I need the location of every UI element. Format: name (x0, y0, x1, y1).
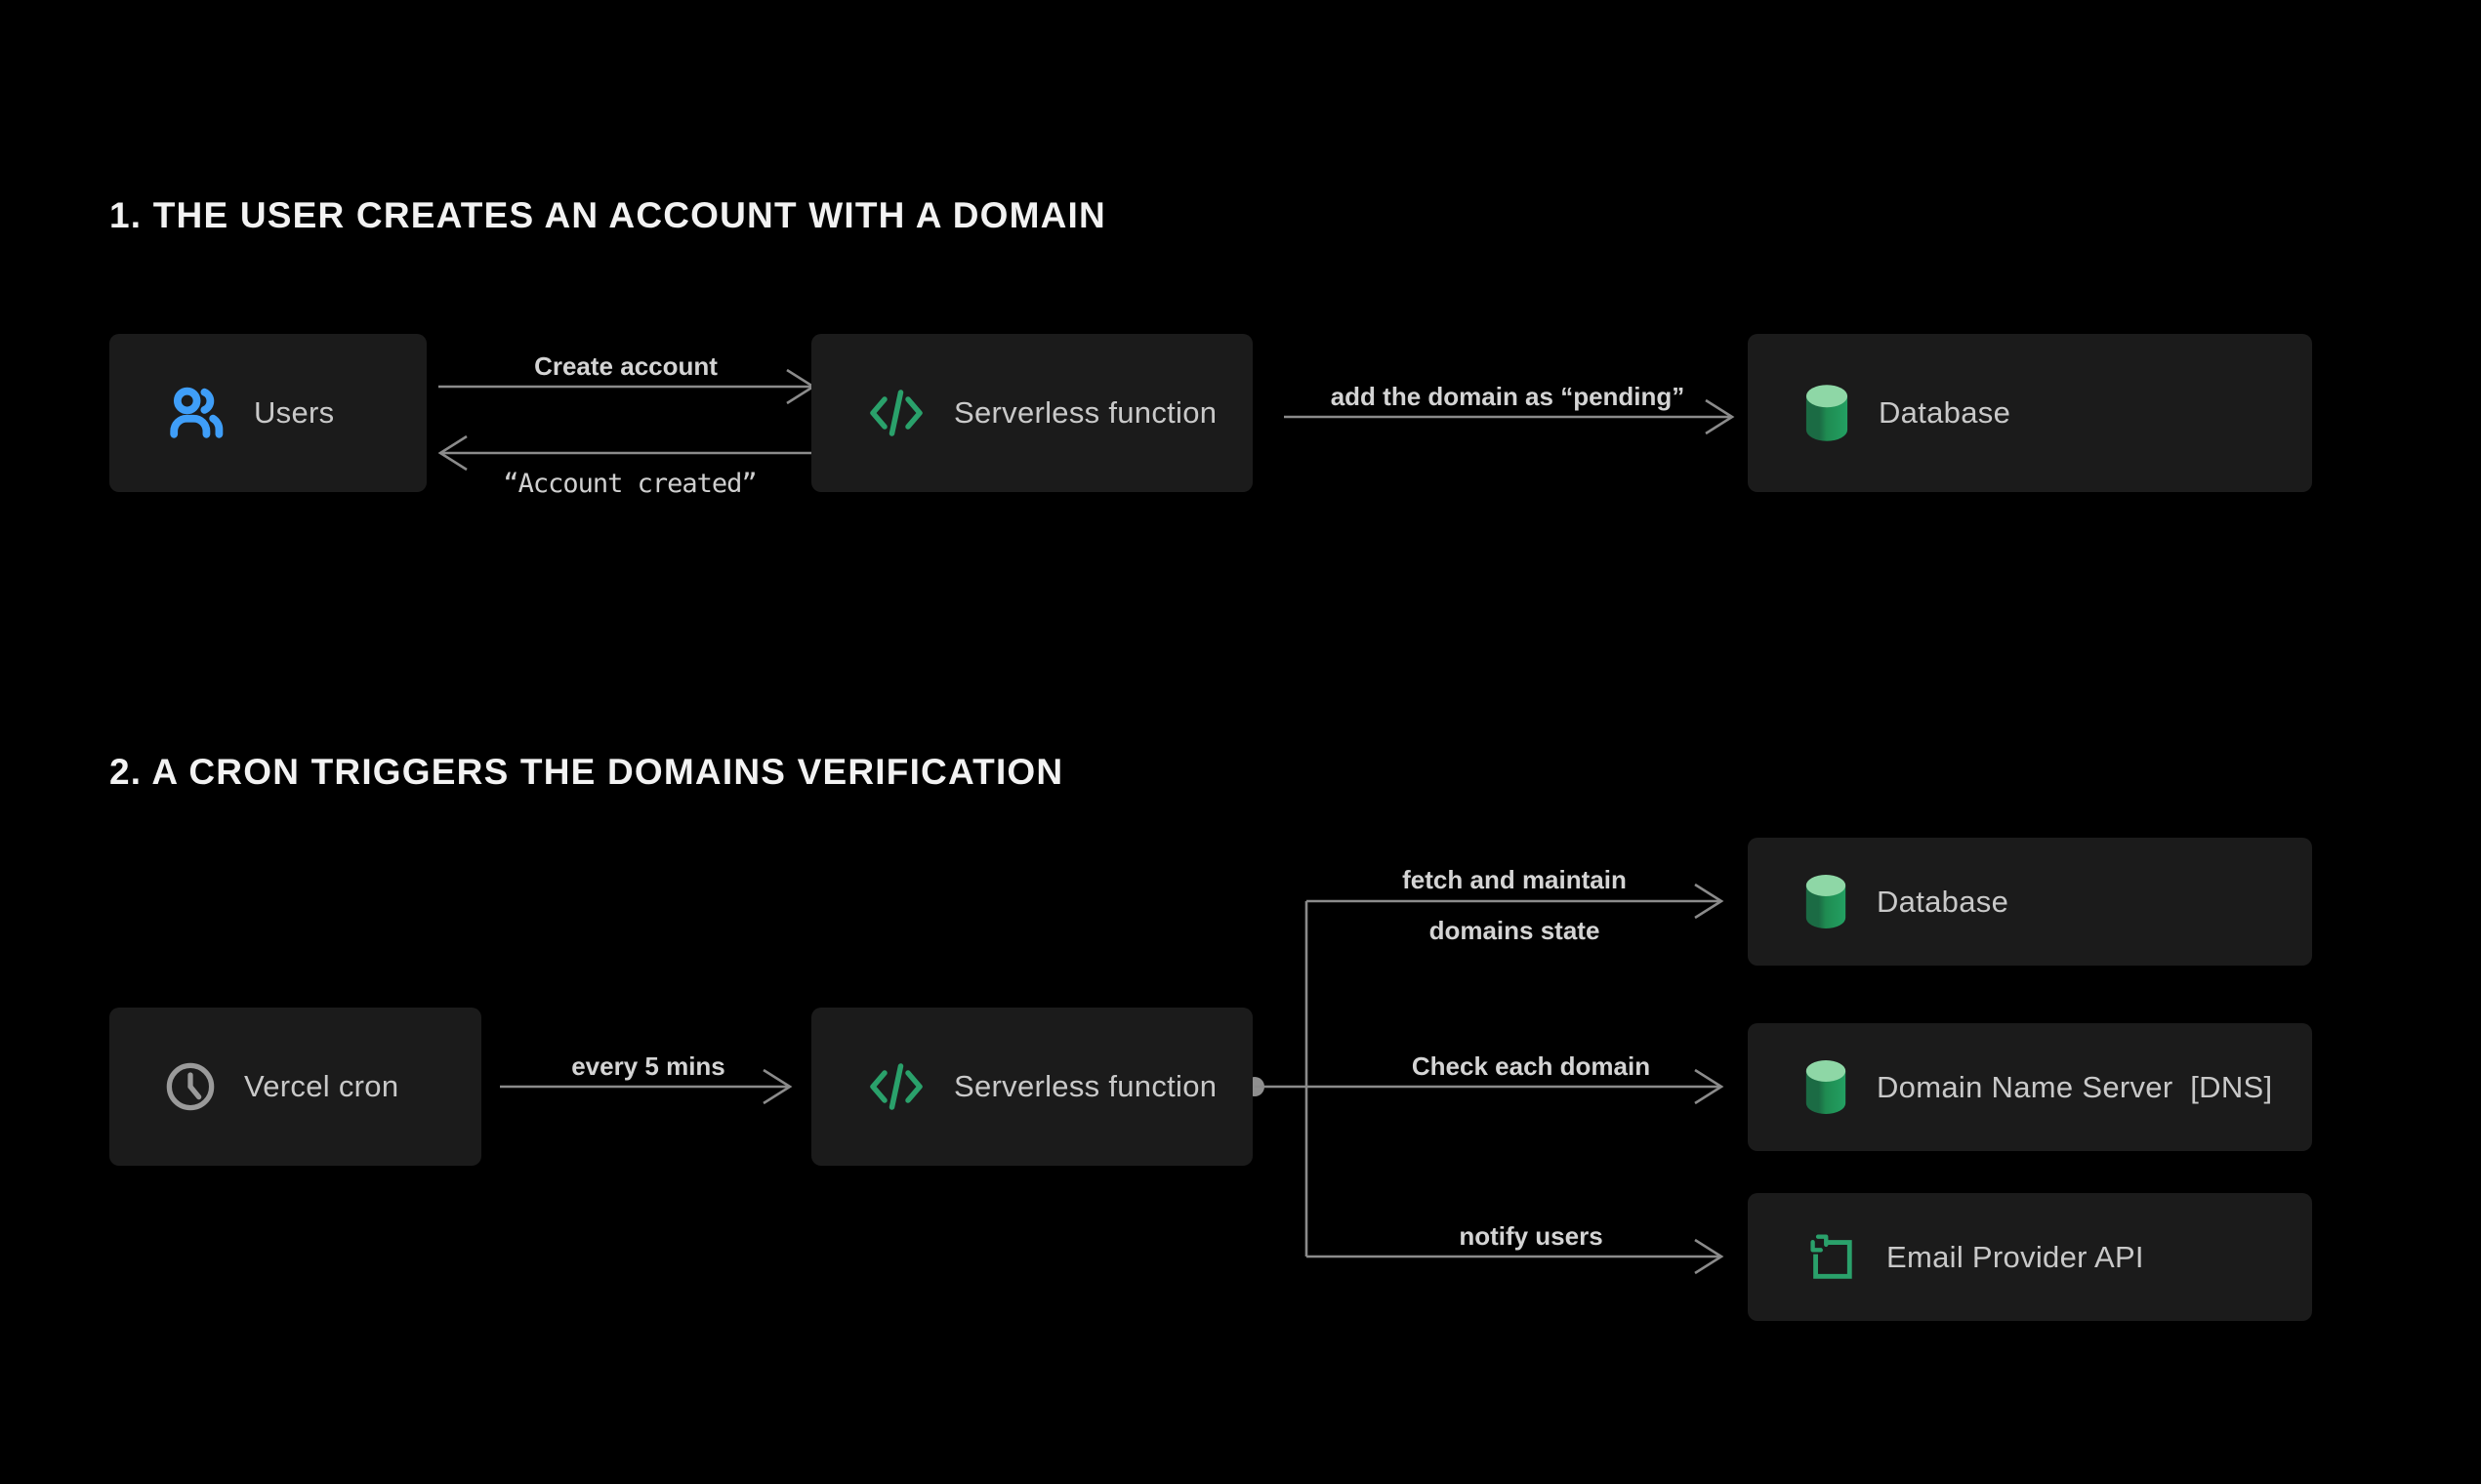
code-icon (868, 1058, 925, 1115)
notify-users-label: notify users (1459, 1221, 1603, 1251)
serverless-node-2: Serverless function (811, 1008, 1253, 1166)
account-created-label: “Account created” (503, 469, 757, 499)
check-domain-label: Check each domain (1411, 1051, 1651, 1081)
fanout-trunk (1245, 901, 1308, 1257)
dns-label: Domain Name Server [DNS] (1877, 1069, 2273, 1104)
fetch-domains-arrow (1306, 883, 1724, 920)
clock-icon (166, 1062, 215, 1111)
notify-users-arrow (1306, 1238, 1724, 1275)
add-pending-arrow (1284, 398, 1735, 435)
serverless-label-1: Serverless function (954, 395, 1218, 430)
every-5-mins-label: every 5 mins (571, 1051, 725, 1081)
code-icon (868, 385, 925, 441)
database-node-2: Database (1748, 838, 2312, 966)
database-icon (1804, 1057, 1847, 1117)
add-pending-label: add the domain as “pending” (1330, 382, 1685, 411)
database-icon (1804, 382, 1849, 444)
every-5-mins-arrow (500, 1068, 793, 1105)
dns-node: Domain Name Server [DNS] (1748, 1023, 2312, 1151)
serverless-label-2: Serverless function (954, 1069, 1218, 1103)
database-node-1: Database (1748, 334, 2312, 492)
database-label-2: Database (1877, 884, 2009, 919)
users-icon (166, 387, 225, 439)
vercel-cron-node: Vercel cron (109, 1008, 481, 1166)
email-provider-label: Email Provider API (1886, 1239, 2144, 1274)
fetch-domains-label-line1: fetch and maintain (1402, 865, 1627, 894)
account-created-arrow (437, 434, 815, 472)
users-node: Users (109, 334, 427, 492)
database-icon (1804, 872, 1847, 931)
vercel-cron-label: Vercel cron (244, 1069, 399, 1103)
users-label: Users (254, 395, 335, 430)
section2-title: 2. A CRON TRIGGERS THE DOMAINS VERIFICAT… (109, 752, 1064, 792)
fetch-domains-label-line2: domains state (1428, 916, 1600, 945)
check-domain-arrow (1306, 1068, 1724, 1105)
section1-title: 1. THE USER CREATES AN ACCOUNT WITH A DO… (109, 195, 1106, 235)
serverless-node-1: Serverless function (811, 334, 1253, 492)
create-account-label: Create account (534, 351, 718, 381)
email-api-icon (1804, 1231, 1857, 1284)
database-label-1: Database (1879, 395, 2011, 430)
email-provider-node: Email Provider API (1748, 1193, 2312, 1321)
